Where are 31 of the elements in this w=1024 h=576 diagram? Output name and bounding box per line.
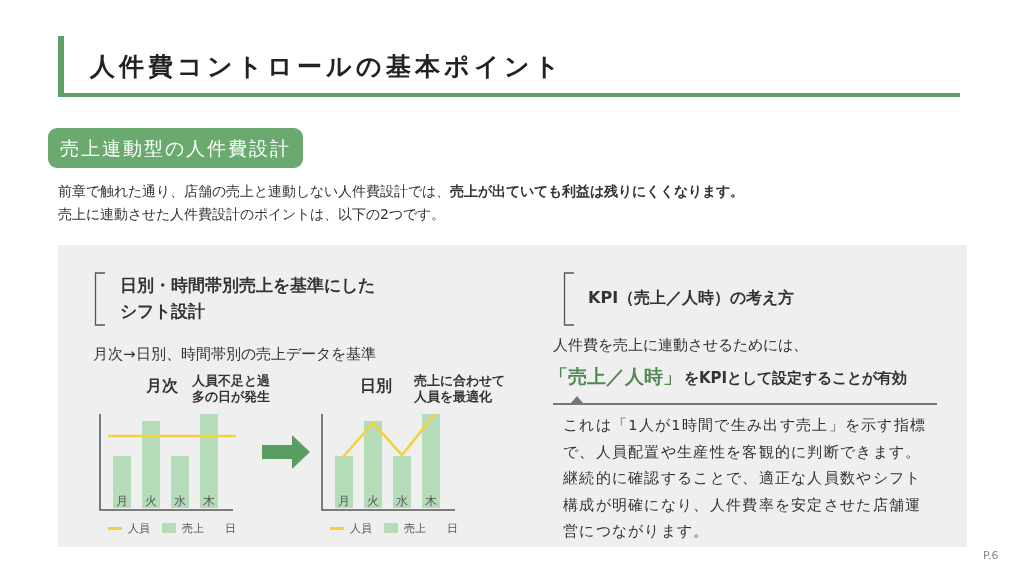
category-label: 火 [144, 493, 158, 510]
card-heading: KPI（売上／人時）の考え方 [588, 288, 795, 309]
intro-text: 売上に連動させた人件費設計のポイントは、以下の2つです。 [58, 206, 445, 224]
card-subtext: 人件費を売上に連動させるためには、 [553, 336, 808, 355]
chart-note: 売上に合わせて人員を最適化 [414, 373, 506, 405]
highlight-text: 「売上／人時」 [549, 364, 682, 389]
category-label: 月 [115, 493, 129, 510]
section-badge: 売上連動型の人件費設計 [48, 128, 303, 168]
axis-label: 日 [225, 521, 236, 536]
page-number: P.6 [983, 549, 999, 562]
category-label: 月 [337, 493, 351, 510]
arrow [262, 435, 310, 469]
legend-label: 売上 [182, 521, 204, 536]
card-heading: 日別・時間帯別売上を基準にしたシフト設計 [120, 275, 375, 323]
slide-title: 人件費コントロールの基本ポイント [90, 51, 564, 83]
card-subtext: 月次→日別、時間帯別の売上データを基準 [93, 345, 376, 364]
emphasis-text: をKPIとして設定することが有効 [684, 369, 908, 388]
category-label: 水 [173, 493, 187, 510]
category-label: 火 [366, 493, 380, 510]
legend-label: 売上 [404, 521, 426, 536]
chart-title: 日別 [360, 376, 392, 397]
body-paragraph: これは「1人が1時間で生み出す売上」を示す指標で、人員配置や生産性を客観的に判断できます。継続的に確認することで、適正な人員数やシフト構成が明確になり、人件費率を安定させた店舗運営につながります。 [563, 416, 928, 541]
category-label: 木 [202, 493, 216, 510]
category-label: 木 [424, 493, 438, 510]
category-label: 水 [395, 493, 409, 510]
chart-note: 人員不足と過多の日が発生 [192, 373, 271, 405]
chart-title: 月次 [146, 376, 178, 397]
axis-label: 日 [447, 521, 458, 536]
intro-text: 前章で触れた通り、店舗の売上と連動しない人件費設計では、売上が出ていても利益は残りにくくなります。 [58, 183, 744, 201]
legend-label: 人員 [128, 521, 150, 536]
legend-label: 人員 [350, 521, 372, 536]
